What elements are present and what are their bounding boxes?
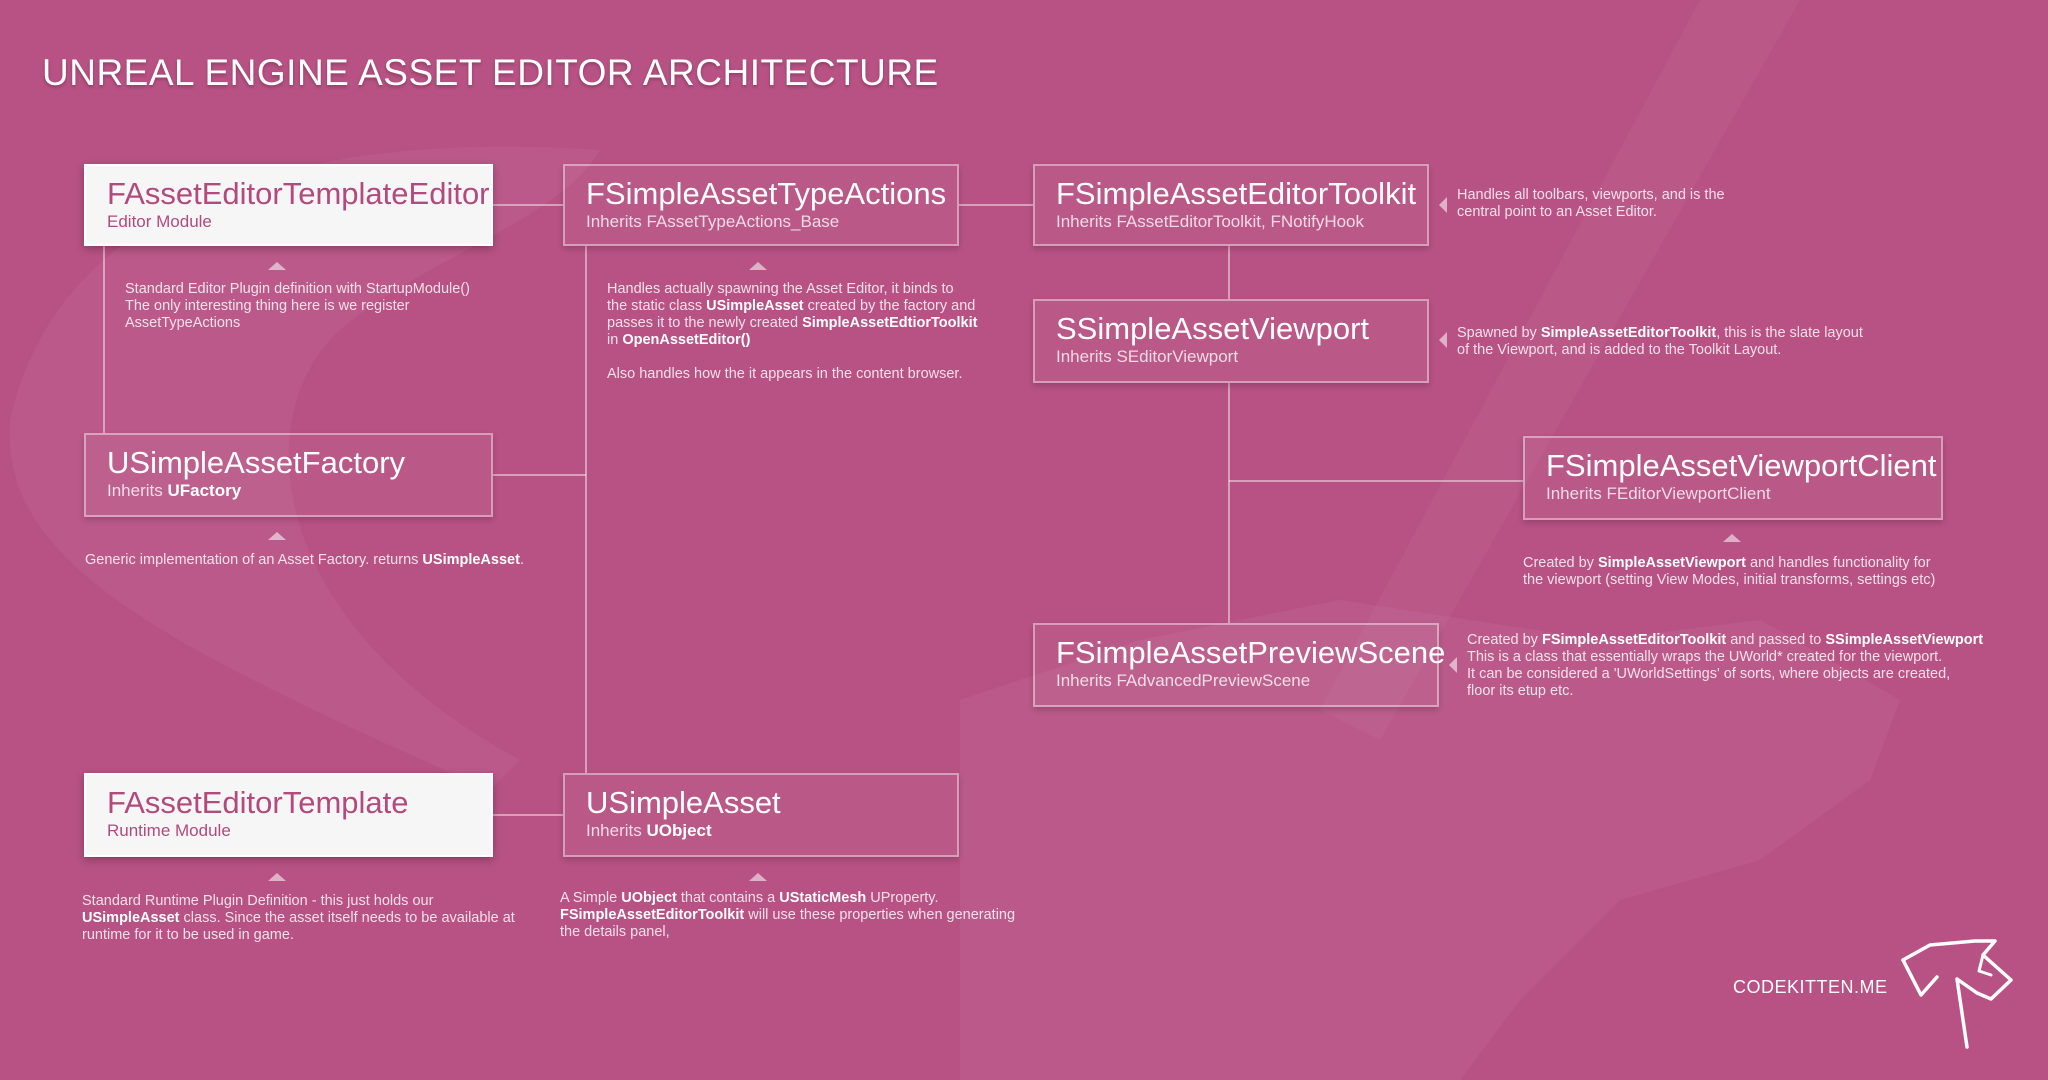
description-factory: Generic implementation of an Asset Facto… — [85, 552, 524, 568]
description-type-actions: Handles actually spawning the Asset Edit… — [607, 281, 978, 382]
node-type-actions: FSimpleAssetTypeActions Inherits FAssetT… — [563, 164, 959, 246]
description-viewport: Spawned by SimpleAssetEditorToolkit, thi… — [1457, 325, 1863, 358]
description-editor-module: Standard Editor Plugin definition with S… — [125, 281, 470, 331]
background-arc-shape — [9, 146, 600, 790]
node-subtitle: Inherits FAssetEditorToolkit, FNotifyHoo… — [1056, 212, 1365, 231]
pointer-viewport-client — [1723, 534, 1741, 542]
node-name: FSimpleAssetPreviewScene — [1056, 635, 1446, 670]
node-asset-viewport: SSimpleAssetViewport Inherits SEditorVie… — [1033, 299, 1429, 383]
node-name: SSimpleAssetViewport — [1056, 311, 1370, 346]
description-runtime-module: Standard Runtime Plugin Definition - thi… — [82, 893, 515, 943]
pointer-runtime-module — [268, 873, 286, 881]
description-viewport-client: Created by SimpleAssetViewport and handl… — [1523, 555, 1936, 588]
background-cat-shape — [960, 600, 1900, 1080]
node-runtime-module: FAssetEditorTemplate Runtime Module — [84, 773, 493, 857]
node-editor-toolkit: FSimpleAssetEditorToolkit Inherits FAsse… — [1033, 164, 1429, 246]
node-subtitle: Inherits SEditorViewport — [1056, 347, 1239, 366]
pointer-preview-scene — [1449, 657, 1457, 673]
node-subtitle: Inherits FAdvancedPreviewScene — [1056, 671, 1311, 690]
pointer-factory — [268, 532, 286, 540]
description-simple-asset: A Simple UObject that contains a UStatic… — [560, 890, 1016, 940]
node-preview-scene: FSimpleAssetPreviewScene Inherits FAdvan… — [1033, 623, 1445, 707]
node-asset-factory: USimpleAssetFactory Inherits UFactory — [84, 433, 493, 517]
node-name: USimpleAsset — [586, 785, 781, 820]
pointer-simple-asset — [749, 873, 767, 881]
cat-logo-icon — [1901, 939, 2013, 1049]
node-subtitle: Inherits FEditorViewportClient — [1546, 484, 1771, 503]
description-toolkit: Handles all toolbars, viewports, and is … — [1457, 187, 1725, 220]
node-name: FAssetEditorTemplate — [107, 785, 409, 820]
node-subtitle: Inherits UFactory — [107, 481, 242, 500]
node-name: FAssetEditorTemplateEditor — [107, 176, 490, 211]
node-subtitle: Inherits FAssetTypeActions_Base — [586, 212, 840, 231]
node-subtitle: Runtime Module — [107, 821, 231, 840]
node-simple-asset: USimpleAsset Inherits UObject — [563, 773, 959, 857]
node-name: FSimpleAssetViewportClient — [1546, 448, 1937, 483]
node-viewport-client: FSimpleAssetViewportClient Inherits FEdi… — [1523, 436, 1943, 520]
page-title: UNREAL ENGINE ASSET EDITOR ARCHITECTURE — [42, 52, 939, 93]
node-name: USimpleAssetFactory — [107, 445, 406, 480]
pointer-toolkit — [1439, 197, 1447, 213]
node-subtitle: Inherits UObject — [586, 821, 712, 840]
node-name: FSimpleAssetTypeActions — [586, 176, 947, 211]
brand-text: CODEKITTEN.ME — [1733, 977, 1888, 997]
node-subtitle: Editor Module — [107, 212, 212, 231]
pointer-type-actions — [749, 262, 767, 270]
pointer-editor-module — [268, 262, 286, 270]
pointer-viewport — [1439, 332, 1447, 348]
node-name: FSimpleAssetEditorToolkit — [1056, 176, 1417, 211]
node-editor-module: FAssetEditorTemplateEditor Editor Module — [84, 164, 493, 246]
description-preview-scene: Created by FSimpleAssetEditorToolkit and… — [1467, 632, 1984, 699]
